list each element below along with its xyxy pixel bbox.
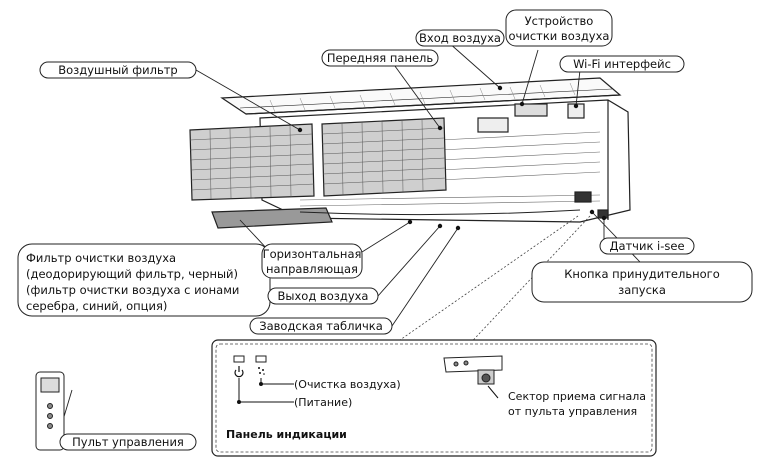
power-icon [234, 366, 244, 378]
label-cleaning-filter: Фильтр очистки воздуха (деодорирующий фи… [17, 243, 271, 317]
svg-text:Фильтр очистки воздуха: Фильтр очистки воздуха [26, 251, 176, 265]
dotted-leaders [399, 215, 591, 353]
svg-text:Выход воздуха: Выход воздуха [278, 289, 369, 303]
indicator-panel-title: Панель индикации [226, 428, 347, 441]
indicator-panel: (Очистка воздуха) (Питание) Панель индик… [211, 339, 657, 457]
power-indicator-label: (Питание) [294, 396, 352, 409]
label-forced-start: Кнопка принудительного запуска [531, 261, 753, 303]
svg-text:Датчик i-see: Датчик i-see [609, 239, 684, 253]
label-air-outlet: Выход воздуха [267, 287, 379, 305]
label-air-filter: Воздушный фильтр [39, 61, 197, 79]
svg-text:Заводская табличка: Заводская табличка [259, 319, 383, 333]
svg-text:Кнопка принудительного: Кнопка принудительного [564, 267, 719, 281]
svg-text:Вход воздуха: Вход воздуха [419, 31, 501, 45]
label-wifi: Wi-Fi интерфейс [559, 55, 685, 73]
indoor-unit-illustration [189, 77, 631, 229]
svg-text:(деодорирующий фильтр, черный): (деодорирующий фильтр, черный) [26, 267, 238, 281]
svg-text:Устройство: Устройство [525, 14, 594, 28]
svg-text:серебра, синий, опция): серебра, синий, опция) [26, 299, 167, 313]
svg-text:направляющая: направляющая [266, 262, 358, 276]
label-horizontal-vane: Горизонтальная направляющая [261, 243, 363, 279]
receiver-illustration [443, 355, 503, 385]
cleaning-indicator-label: (Очистка воздуха) [294, 378, 401, 391]
svg-text:очистки воздуха: очистки воздуха [509, 29, 610, 43]
leader-dots [297, 85, 607, 231]
cleaning-lamp [255, 355, 267, 363]
svg-text:Воздушный фильтр: Воздушный фильтр [58, 63, 177, 77]
label-air-inlet: Вход воздуха [415, 29, 505, 47]
svg-text:Wi-Fi интерфейс: Wi-Fi интерфейс [573, 57, 671, 71]
svg-text:Горизонтальная: Горизонтальная [263, 247, 362, 261]
svg-text:Передняя панель: Передняя панель [327, 51, 434, 65]
label-purifier: Устройство очистки воздуха [505, 9, 613, 47]
label-remote: Пульт управления [59, 433, 197, 451]
label-front-panel: Передняя панель [321, 49, 439, 67]
remote-control-illustration [35, 371, 65, 451]
label-nameplate: Заводская табличка [249, 317, 393, 335]
svg-text:запуска: запуска [618, 283, 666, 297]
cleaning-sparkle-icon [258, 367, 265, 375]
power-lamp [233, 355, 245, 363]
svg-text:Пульт управления: Пульт управления [72, 435, 184, 449]
receiver-label-line1: Сектор приема сигнала [508, 390, 646, 403]
receiver-label-line2: от пульта управления [508, 405, 637, 418]
svg-text:(фильтр очистки воздуха с иона: (фильтр очистки воздуха с ионами [26, 283, 239, 297]
label-isee: Датчик i-see [599, 237, 695, 255]
